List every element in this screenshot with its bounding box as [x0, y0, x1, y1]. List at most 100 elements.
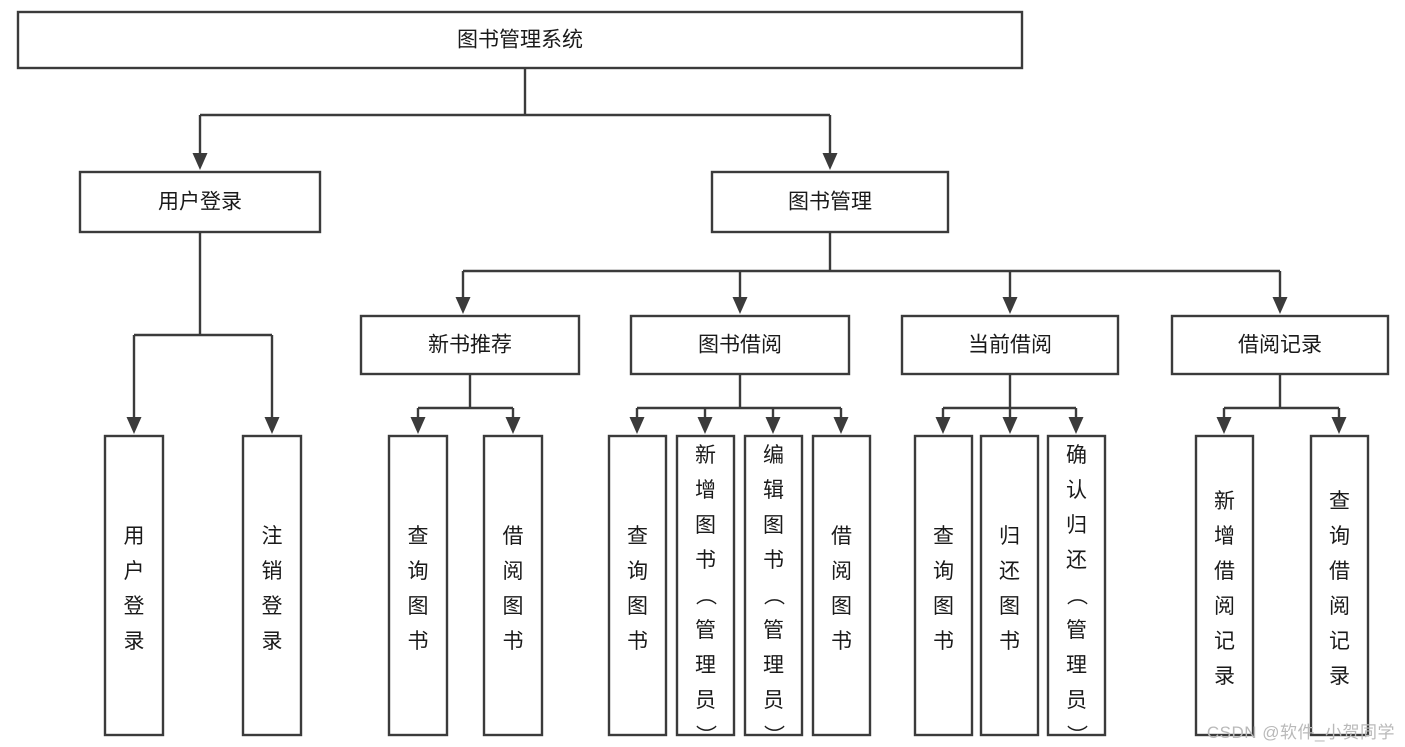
node-label-char: 书	[627, 630, 648, 653]
node-box[interactable]	[743, 434, 804, 737]
node-label-char: 新	[1214, 490, 1235, 513]
node-label-char: ）	[1065, 725, 1088, 746]
node-box[interactable]	[913, 434, 974, 737]
node-label-char: 员	[1066, 689, 1087, 712]
arrow-head-icon	[935, 417, 951, 434]
node-book-manage[interactable]: 图书管理	[710, 170, 950, 234]
node-label-char: 增	[695, 479, 716, 502]
node-label-char: 记	[1329, 630, 1350, 653]
node-label-char: 图	[999, 595, 1020, 618]
node-label-char: 确	[1066, 444, 1087, 467]
node-label-char: 阅	[1329, 595, 1350, 618]
arrow-head-icon	[410, 417, 426, 434]
node-label-char: 管	[763, 619, 784, 642]
node-label-char: 图	[695, 514, 716, 537]
node-box[interactable]	[710, 170, 950, 234]
node-label-char: 借	[831, 525, 852, 548]
node-book-borrow[interactable]: 图书借阅	[629, 314, 851, 376]
node-box[interactable]	[629, 314, 851, 376]
node-box[interactable]	[1170, 314, 1390, 376]
arrow-head-icon	[1272, 297, 1288, 314]
node-box[interactable]	[1194, 434, 1255, 737]
node-box[interactable]	[359, 314, 581, 376]
arrow-head-icon	[833, 417, 849, 434]
node-label: 借阅记录	[1238, 334, 1322, 357]
arrow-head-icon	[765, 417, 781, 434]
arrow-head-icon	[192, 153, 208, 170]
node-current-borrow[interactable]: 当前借阅	[900, 314, 1120, 376]
node-box[interactable]	[1309, 434, 1370, 737]
node-label-char: 借	[1329, 560, 1350, 583]
node-new-book-recommend[interactable]: 新书推荐	[359, 314, 581, 376]
node-label: 新书推荐	[428, 334, 512, 357]
node-box[interactable]	[900, 314, 1120, 376]
node-root[interactable]: 图书管理系统	[16, 10, 1024, 70]
node-box[interactable]	[482, 434, 544, 737]
node-label-char: 阅	[831, 560, 852, 583]
node-user-login[interactable]: 用户登录	[78, 170, 322, 234]
node-label-char: 销	[262, 560, 283, 583]
node-box[interactable]	[16, 10, 1024, 70]
node-label: 当前借阅	[968, 334, 1052, 357]
node-label-char: （	[762, 585, 785, 606]
node-label-char: ）	[694, 725, 717, 746]
node-box[interactable]	[1046, 434, 1107, 737]
node-label-char: 书	[763, 549, 784, 572]
node-label-char: 书	[503, 630, 524, 653]
node-label-char: 还	[1066, 549, 1087, 572]
node-box[interactable]	[241, 434, 303, 737]
csdn-watermark: CSDN @软件_小贺同学	[1206, 723, 1395, 742]
node-label-char: 新	[695, 444, 716, 467]
node-box[interactable]	[675, 434, 736, 737]
arrow-head-icon	[1216, 417, 1232, 434]
arrow-head-icon	[1068, 417, 1084, 434]
arrow-head-icon	[1002, 297, 1018, 314]
node-label-char: 归	[999, 525, 1020, 548]
node-label-char: 登	[124, 595, 145, 618]
node-label-char: 书	[695, 549, 716, 572]
node-box[interactable]	[811, 434, 872, 737]
node-box[interactable]	[607, 434, 668, 737]
node-box[interactable]	[103, 434, 165, 737]
node-label-char: ）	[762, 725, 785, 746]
node-label-char: 员	[695, 689, 716, 712]
node-label-char: 询	[408, 560, 429, 583]
node-label-char: 借	[1214, 560, 1235, 583]
node-label-char: （	[1065, 585, 1088, 606]
node-label-char: 图	[831, 595, 852, 618]
node-label-char: 录	[1329, 665, 1350, 688]
node-leaf-user-login[interactable]: 用户登录	[103, 434, 165, 737]
node-box[interactable]	[979, 434, 1040, 737]
node-label-char: 辑	[763, 479, 784, 502]
arrow-head-icon	[1331, 417, 1347, 434]
node-label-char: 查	[933, 525, 954, 548]
node-borrow-record[interactable]: 借阅记录	[1170, 314, 1390, 376]
node-label-char: 阅	[1214, 595, 1235, 618]
arrow-head-icon	[264, 417, 280, 434]
node-label-char: 图	[933, 595, 954, 618]
node-box[interactable]	[78, 170, 322, 234]
node-label-char: 查	[408, 525, 429, 548]
node-label-char: 查	[1329, 490, 1350, 513]
node-label-char: 查	[627, 525, 648, 548]
node-label-char: 图	[503, 595, 524, 618]
node-box[interactable]	[387, 434, 449, 737]
